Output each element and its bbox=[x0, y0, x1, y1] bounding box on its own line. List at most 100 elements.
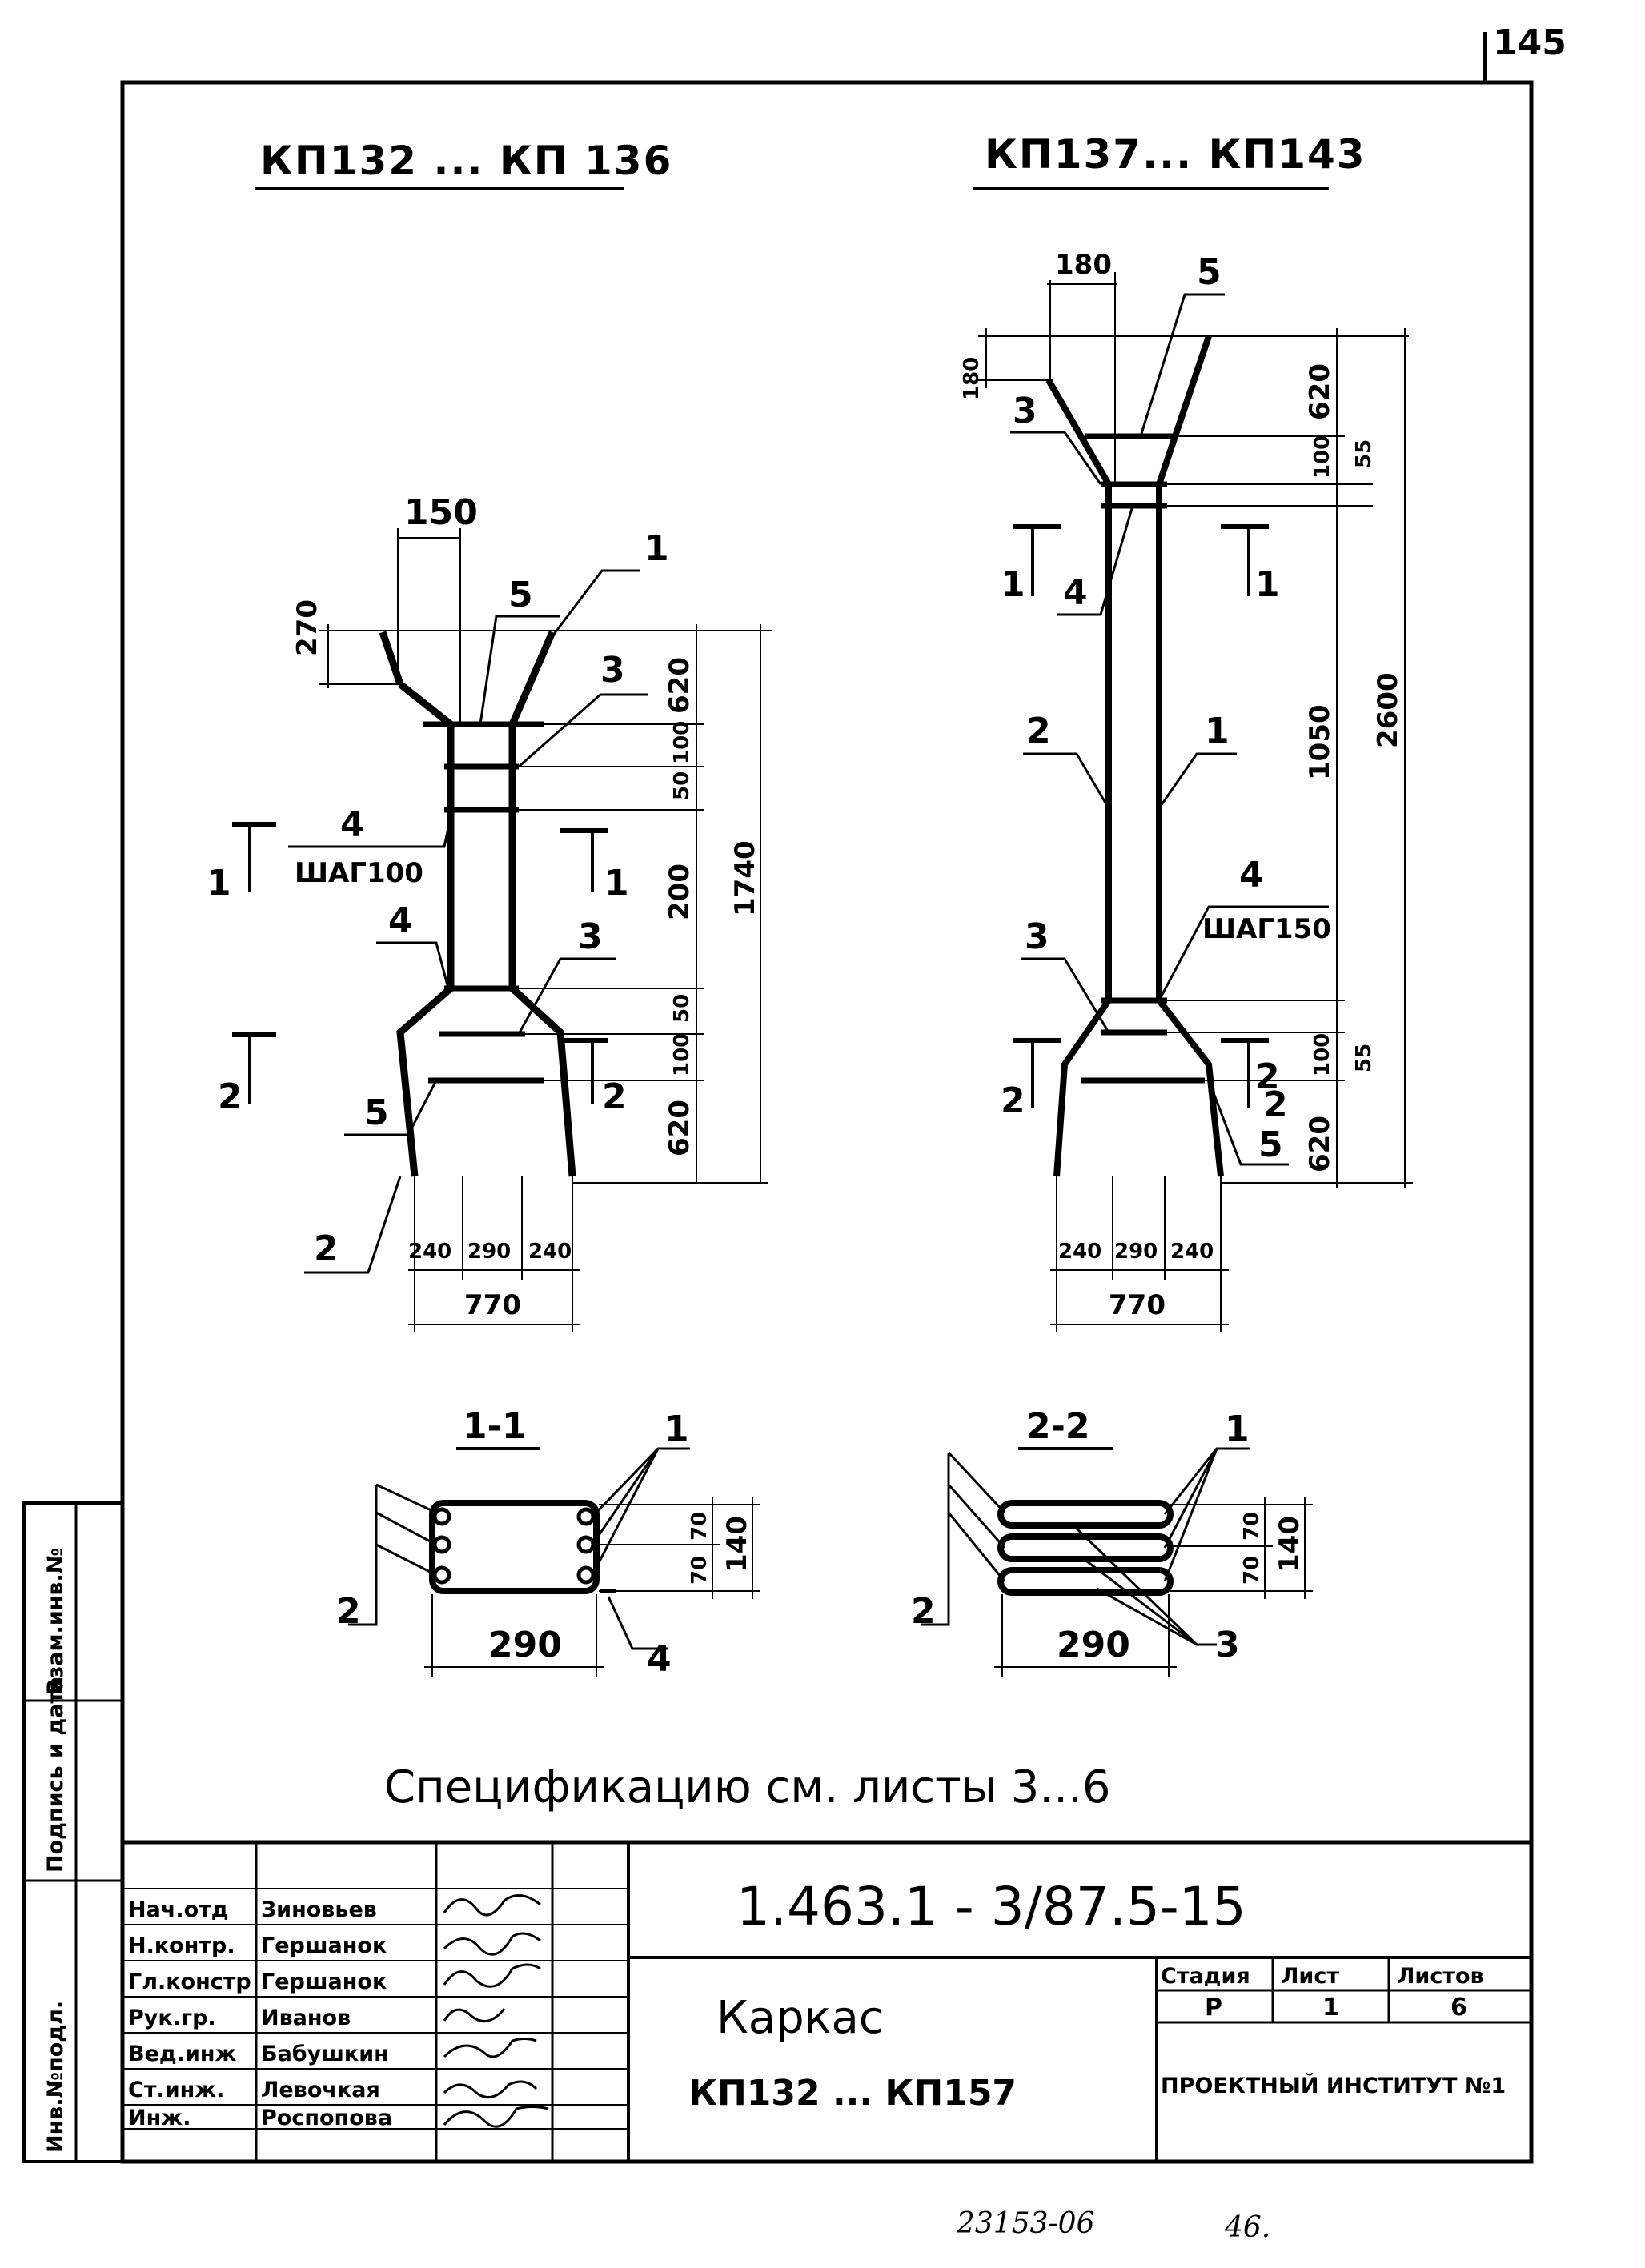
sheet-value: 1 bbox=[1322, 1994, 1339, 2022]
side-stamp-sign: Подпись и дата bbox=[43, 1677, 68, 1873]
organization: ПРОЕКТНЫЙ ИНСТИТУТ №1 bbox=[1161, 2073, 1506, 2098]
sheets-header: Листов bbox=[1397, 1964, 1484, 1989]
role-1: Н.контр. bbox=[128, 1933, 235, 1958]
role-2: Гл.констр bbox=[128, 1969, 251, 1994]
role-6: Инж. bbox=[128, 2106, 191, 2130]
side-stamp bbox=[22, 1501, 124, 2163]
section-2-title: 2-2 bbox=[1026, 1406, 1090, 1447]
right-mark-4-mid: 4 bbox=[1239, 855, 1264, 896]
left-mark-1: 1 bbox=[644, 528, 669, 569]
right-section-2b: 2 bbox=[1255, 1056, 1280, 1097]
spec-note: Спецификацию см. листы 3...6 bbox=[384, 1761, 1110, 1813]
left-dim-right-4: 50 bbox=[670, 994, 694, 1023]
left-frame-title: КП132 ... КП 136 bbox=[260, 138, 672, 184]
role-4: Вед.инж bbox=[128, 2042, 237, 2066]
right-mark-2-bottom: 2 bbox=[1263, 1084, 1288, 1125]
right-elevation bbox=[978, 272, 1413, 1332]
right-mark-4-top: 4 bbox=[1063, 572, 1088, 613]
title-block bbox=[120, 1840, 1534, 2164]
footer-right: 46. bbox=[1224, 2211, 1270, 2244]
name-3: Иванов bbox=[261, 2006, 351, 2030]
section-2-mark-2: 2 bbox=[911, 1591, 936, 1632]
right-dim-lower-0: 100 bbox=[1310, 1033, 1334, 1076]
left-dim-right-5: 100 bbox=[670, 1033, 694, 1076]
role-5: Ст.инж. bbox=[128, 2078, 224, 2102]
left-dim-bottom-1: 290 bbox=[467, 1240, 511, 1264]
name-6: Роспопова bbox=[261, 2106, 392, 2130]
section-2-dim-total: 140 bbox=[1274, 1516, 1306, 1573]
name-0: Зиновьев bbox=[261, 1897, 377, 1922]
right-mark-5-top: 5 bbox=[1197, 252, 1222, 293]
left-mark-3-top: 3 bbox=[600, 650, 625, 691]
left-section-1b: 1 bbox=[604, 863, 629, 904]
name-5: Левочкая bbox=[261, 2078, 380, 2102]
right-mark-3-top: 3 bbox=[1013, 391, 1037, 431]
right-pitch: ШАГ150 bbox=[1202, 913, 1331, 945]
right-frame-title: КП137... КП143 bbox=[985, 131, 1366, 178]
left-dim-right-3: 200 bbox=[664, 864, 696, 920]
right-dim-total: 2600 bbox=[1372, 672, 1404, 748]
left-dim-top-height: 270 bbox=[291, 599, 323, 656]
right-dim-upper-1: 100 bbox=[1310, 435, 1334, 479]
right-mark-2: 2 bbox=[1026, 711, 1051, 751]
section-2-mark-1: 1 bbox=[1225, 1408, 1250, 1449]
right-dim-top-width: 180 bbox=[1055, 249, 1112, 281]
left-dim-right-0: 620 bbox=[664, 657, 696, 714]
right-mark-3-mid: 3 bbox=[1025, 916, 1049, 957]
left-dim-right-6: 620 bbox=[664, 1100, 696, 1156]
name-4: Бабушкин bbox=[261, 2042, 389, 2066]
right-mark-1: 1 bbox=[1205, 711, 1230, 751]
right-section-1a: 1 bbox=[1001, 564, 1025, 605]
stage-header: Стадия bbox=[1161, 1964, 1250, 1989]
section-1-dim-1: 70 bbox=[688, 1556, 712, 1585]
right-section-2a: 2 bbox=[1001, 1080, 1025, 1121]
section-2-width: 290 bbox=[1057, 1625, 1130, 1665]
right-dim-mid: 1050 bbox=[1304, 704, 1336, 780]
section-1-dim-0: 70 bbox=[688, 1512, 712, 1541]
right-dim-bottom-2: 240 bbox=[1170, 1240, 1214, 1264]
right-dim-bottom-1: 290 bbox=[1114, 1240, 1158, 1264]
title-block-name: Каркас bbox=[716, 1992, 884, 2044]
left-dim-bottom-2: 240 bbox=[528, 1240, 572, 1264]
left-dim-bottom-0: 240 bbox=[408, 1240, 451, 1264]
right-dim-upper-0: 620 bbox=[1304, 363, 1336, 420]
left-mark-5-bottom: 5 bbox=[364, 1092, 389, 1133]
left-dim-total: 1740 bbox=[729, 840, 761, 916]
left-dim-right-1: 100 bbox=[670, 721, 694, 764]
right-section-1b: 1 bbox=[1255, 564, 1280, 605]
left-mark-4-mid: 4 bbox=[388, 900, 413, 941]
left-pitch: ШАГ100 bbox=[295, 857, 423, 889]
right-dim-lower-1: 55 bbox=[1352, 1044, 1376, 1072]
side-stamp-replace: Взам.инв.№ bbox=[43, 1548, 68, 1695]
section-1-mark-2: 2 bbox=[336, 1591, 361, 1632]
left-section-1a: 1 bbox=[207, 863, 231, 904]
role-0: Нач.отд bbox=[128, 1897, 229, 1922]
section-2-mark-3: 3 bbox=[1215, 1625, 1240, 1665]
name-1: Гершанок bbox=[261, 1933, 387, 1958]
left-section-2b: 2 bbox=[602, 1076, 627, 1117]
section-2-dim-1: 70 bbox=[1240, 1556, 1264, 1585]
section-1-drawing bbox=[348, 1447, 760, 1677]
left-dim-bottom-total: 770 bbox=[464, 1289, 521, 1321]
right-dim-top-height: 180 bbox=[960, 357, 984, 400]
page-number: 145 bbox=[1493, 22, 1567, 63]
section-1-dim-total: 140 bbox=[721, 1516, 753, 1573]
left-mark-2: 2 bbox=[314, 1228, 339, 1269]
right-mark-5-bottom: 5 bbox=[1258, 1124, 1283, 1165]
section-1-mark-4: 4 bbox=[647, 1639, 672, 1680]
section-2-drawing bbox=[921, 1447, 1313, 1677]
right-dim-upper-2: 55 bbox=[1352, 439, 1376, 468]
left-mark-5-top: 5 bbox=[508, 575, 533, 615]
section-1-mark-1: 1 bbox=[664, 1408, 689, 1449]
right-dim-bottom-0: 240 bbox=[1058, 1240, 1101, 1264]
title-block-range: КП132 ... КП157 bbox=[688, 2073, 1017, 2114]
left-dim-top-width: 150 bbox=[404, 492, 478, 533]
section-2-dim-0: 70 bbox=[1240, 1512, 1264, 1541]
stage-value: Р bbox=[1205, 1994, 1222, 2022]
right-dim-bottom-total: 770 bbox=[1109, 1289, 1166, 1321]
right-dim-lower-2: 620 bbox=[1304, 1116, 1336, 1172]
left-mark-4: 4 bbox=[340, 804, 365, 845]
left-elevation bbox=[232, 528, 772, 1332]
left-dim-right-2: 50 bbox=[670, 771, 694, 800]
